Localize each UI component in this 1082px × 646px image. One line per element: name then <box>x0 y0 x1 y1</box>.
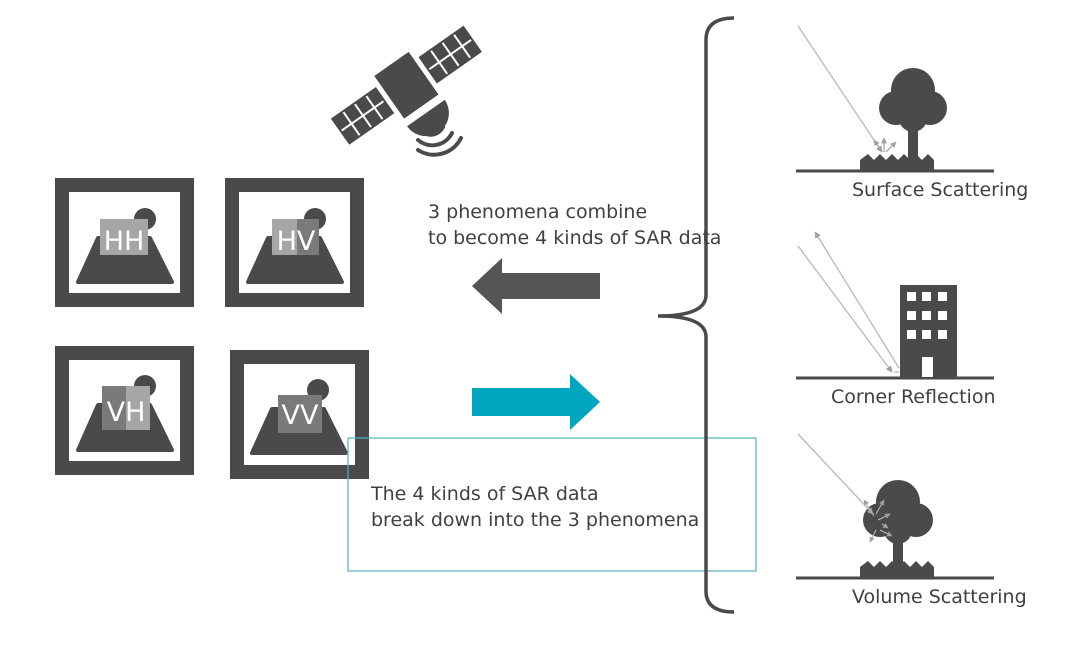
combine-note: 3 phenomena combine to become 4 kinds of… <box>428 199 721 251</box>
tree-icon <box>879 68 947 162</box>
tree-icon <box>863 480 933 570</box>
corner-reflection-illustration <box>796 231 994 380</box>
breakdown-arrow <box>472 374 600 430</box>
tile-vh <box>55 346 194 475</box>
tile-vv <box>230 350 369 479</box>
tile-label-vh: VH <box>107 397 146 428</box>
curly-brace <box>657 16 735 614</box>
satellite-icon <box>330 25 482 145</box>
surface-scattering-illustration <box>796 25 994 173</box>
surface-scattering-caption: Surface Scattering <box>852 179 1029 201</box>
breakdown-note-line2: break down into the 3 phenomena <box>371 509 700 531</box>
volume-scattering-illustration <box>796 433 994 580</box>
signal-waves-icon <box>416 118 463 157</box>
tile-label-hh: HH <box>104 226 145 257</box>
combine-note-line2: to become 4 kinds of SAR data <box>428 227 722 249</box>
breakdown-note-line1: The 4 kinds of SAR data <box>371 483 599 505</box>
combine-note-line1: 3 phenomena combine <box>428 201 648 223</box>
tile-label-hv: HV <box>277 226 316 257</box>
tile-hv <box>225 178 364 307</box>
breakdown-box <box>347 437 757 572</box>
tile-label-vv: VV <box>282 400 319 431</box>
combine-arrow <box>472 258 600 314</box>
corner-reflection-caption: Corner Reflection <box>831 386 996 408</box>
breakdown-note: The 4 kinds of SAR data break down into … <box>371 481 699 533</box>
volume-scattering-caption: Volume Scattering <box>852 586 1027 608</box>
building-icon <box>900 285 957 377</box>
tile-hh <box>55 178 194 307</box>
